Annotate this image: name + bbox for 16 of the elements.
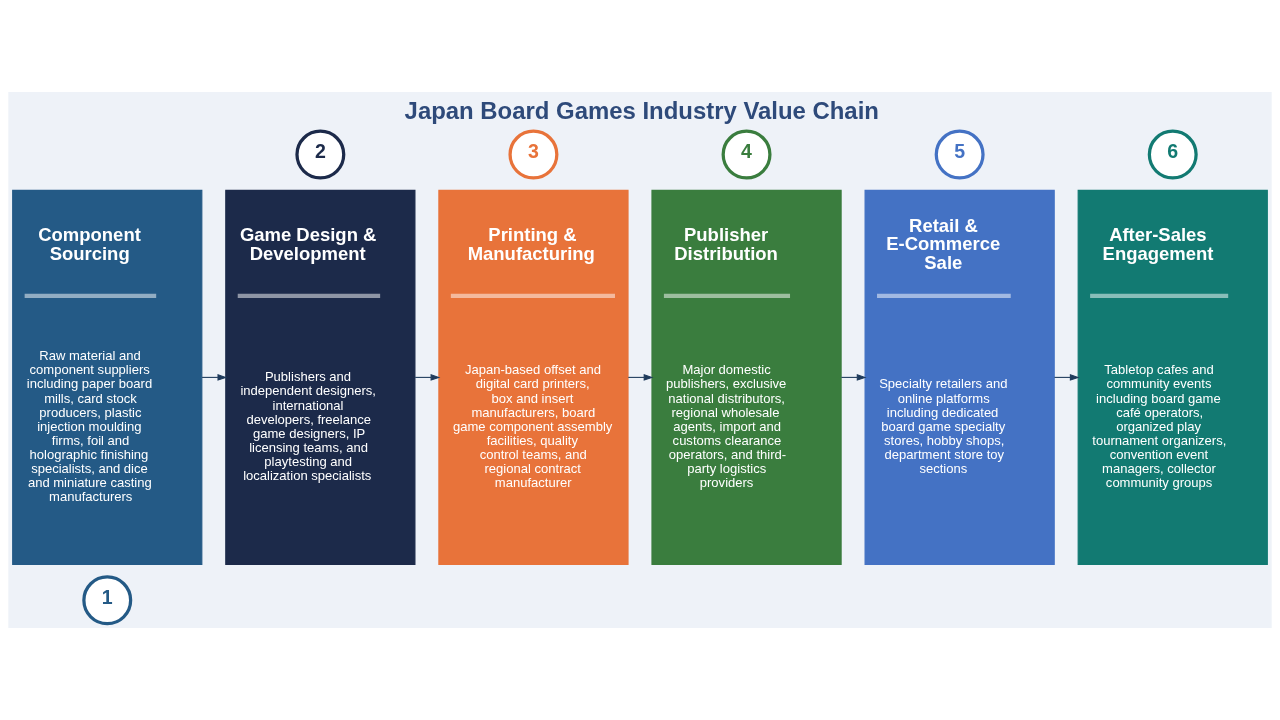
node-circle: 1 — [82, 575, 133, 626]
node-circle: 6 — [1147, 129, 1198, 180]
arrow — [627, 373, 654, 381]
node-box: Retail & E-Commerce Sale Specialty retailers and online platforms including dedicated board game specialty stores, hobby shops, department store toy sections — [864, 189, 1055, 565]
arrow — [1053, 373, 1080, 381]
node-circle: 2 — [295, 129, 346, 180]
node-box: Component Sourcing Raw material and component suppliers including paper board mills, card stock producers, plastic injection moulding firms, foil and holographic finishing specialists, and dice and miniature casting manufacturers — [12, 189, 203, 565]
arrow — [840, 373, 867, 381]
node-box: Printing & Manufacturing Japan-based offset and digital card printers, box and insert manufacturers, board game component assembly facilities, quality control teams, and regional contract manufacturer — [438, 189, 629, 565]
node-box: After-Sales Engagement Tabletop cafes and community events including board game café operators, organized play tournament organizers, convention event managers, collector community groups — [1077, 189, 1268, 565]
diagram-title: Japan Board Games Industry Value Chain — [404, 96, 879, 124]
node-circle: 4 — [721, 129, 772, 180]
node-circle: 5 — [934, 129, 985, 180]
node-circle: 3 — [508, 129, 559, 180]
node-box: Publisher Distribution Major domestic publishers, exclusive national distributors, regional wholesale agents, import and customs clearance operators, and third-party logistics providers — [651, 189, 842, 565]
node-box: Game Design & Development Publishers and independent designers, international developers, freelance game designers, IP licensing teams, and playtesting and localization specialists — [225, 189, 416, 565]
